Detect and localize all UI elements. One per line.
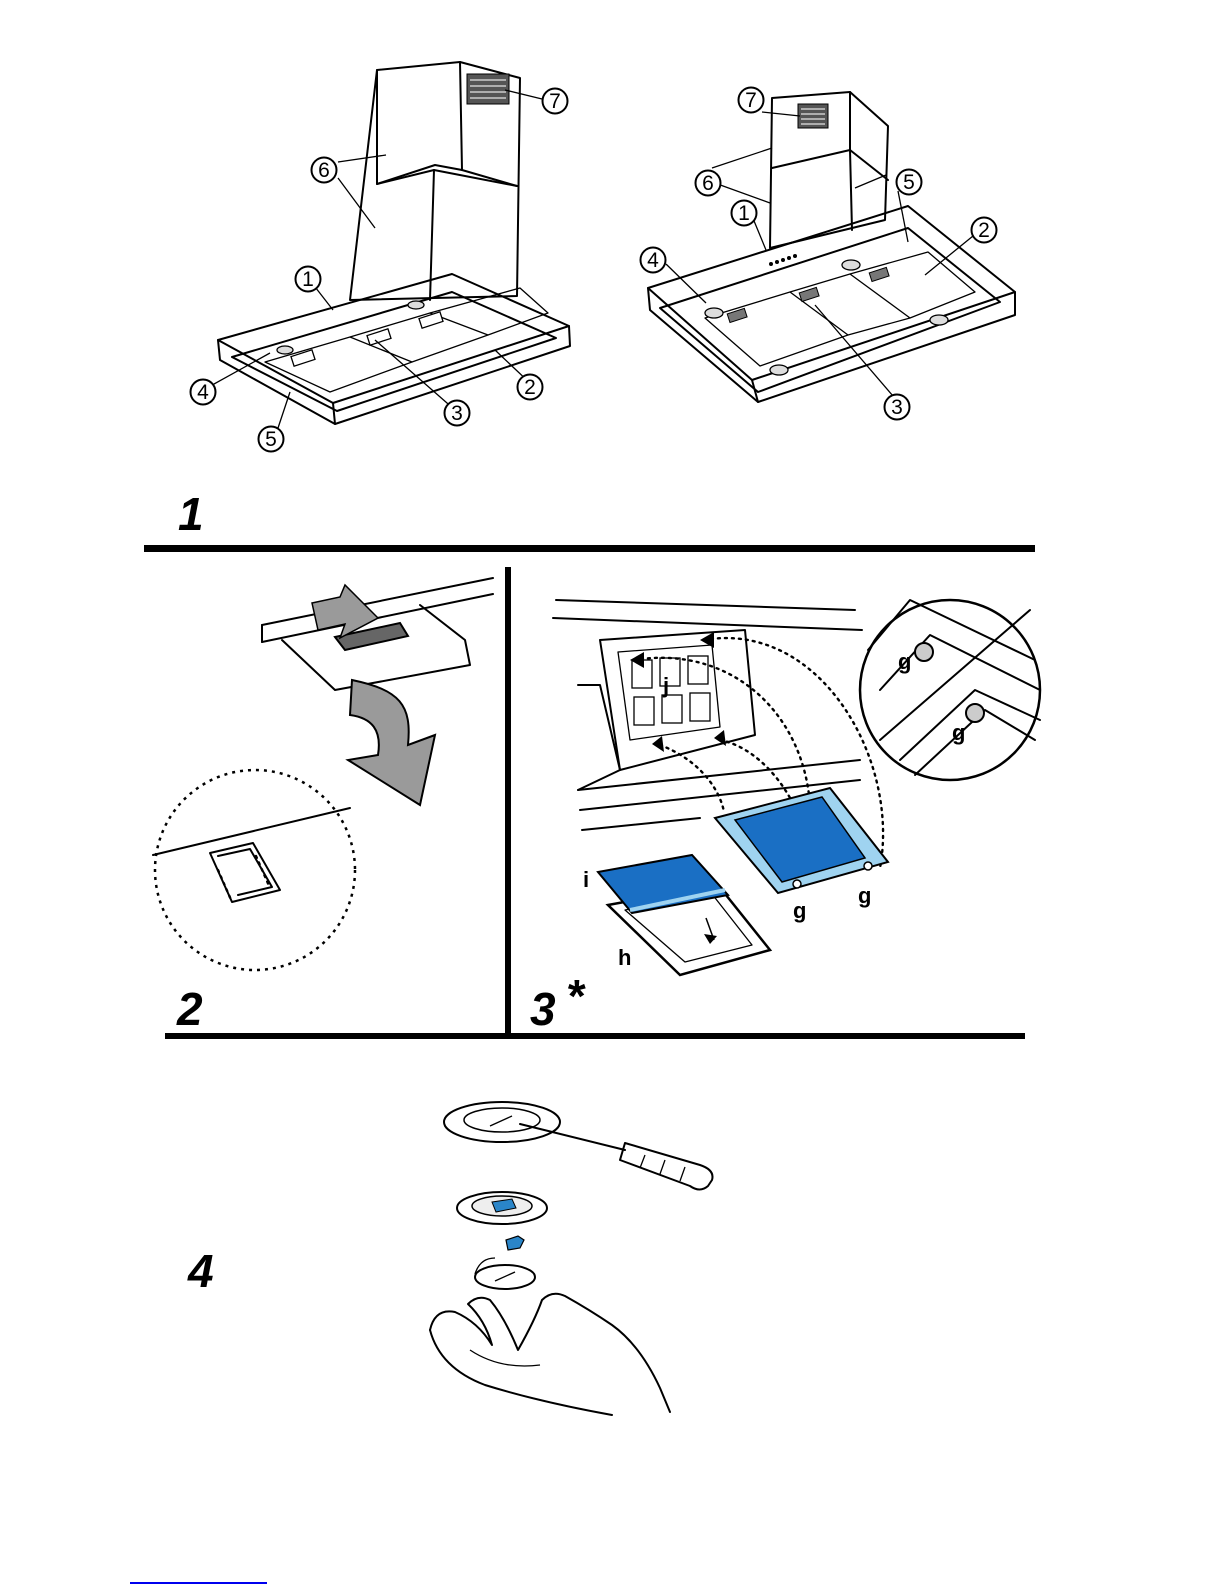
figure-2-filter-release [153, 578, 493, 970]
footer-link-underline[interactable] [130, 1582, 267, 1584]
callout-left-7: 7 [549, 90, 561, 113]
callout-right-4: 4 [647, 249, 659, 272]
callout-right-1: 1 [738, 202, 750, 225]
label-j: j [662, 673, 669, 698]
step-4-number: 4 [187, 1245, 214, 1297]
callout-left-6: 6 [318, 159, 330, 182]
callout-right-7: 7 [745, 89, 757, 112]
chimney-vent-left [467, 74, 509, 104]
label-h: h [618, 945, 631, 970]
label-g-2: g [858, 883, 871, 908]
divider-vertical [505, 567, 511, 1034]
chimney-vent-right [798, 104, 828, 128]
label-g-1: g [793, 898, 806, 923]
label-g-zoom-2: g [952, 720, 965, 745]
bulb-icon [506, 1236, 524, 1250]
step-3-number: 3 [530, 983, 556, 1035]
step-2-number: 2 [176, 983, 203, 1035]
step-1-number: 1 [178, 488, 204, 540]
label-g-zoom-1: g [898, 649, 911, 674]
figure-1-left-hood [205, 62, 570, 437]
step-3-asterisk: * [566, 970, 586, 1022]
callout-left-1: 1 [302, 268, 314, 291]
callout-left-3: 3 [451, 402, 463, 425]
callout-right-3: 3 [891, 396, 903, 419]
label-i: i [583, 867, 589, 892]
callout-right-5: 5 [903, 171, 915, 194]
figure-1-right-hood [648, 92, 1015, 402]
callout-right-6: 6 [702, 172, 714, 195]
callout-left-5: 5 [265, 428, 277, 451]
divider-top [144, 545, 1035, 552]
divider-bottom [165, 1033, 1025, 1039]
pull-down-arrow [348, 680, 435, 805]
callout-left-2: 2 [524, 376, 536, 399]
callout-left-4: 4 [197, 381, 209, 404]
hand-illustration [430, 1294, 670, 1412]
callout-right-2: 2 [978, 219, 990, 242]
figure-4-lamp-replacement [430, 1102, 713, 1415]
